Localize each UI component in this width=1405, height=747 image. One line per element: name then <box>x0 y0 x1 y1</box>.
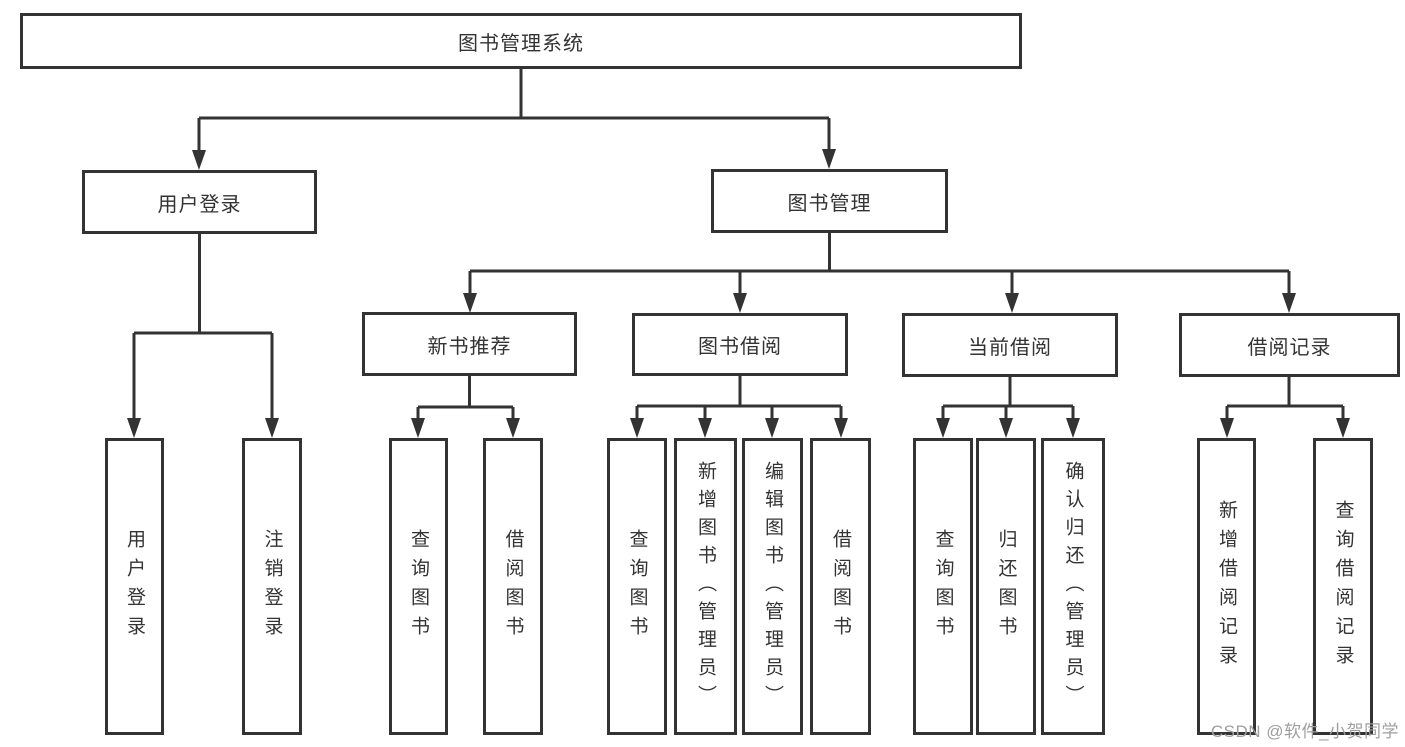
node-borrow-records: 借阅记录 <box>1179 313 1400 377</box>
leaf-add-borrow-record: 新增借阅记录 <box>1197 438 1256 735</box>
leaf-query-books-current: 查询图书 <box>913 438 973 735</box>
node-book-management: 图书管理 <box>711 169 948 233</box>
leaf-user-login: 用户登录 <box>105 438 164 735</box>
leaf-return-books: 归还图书 <box>976 438 1036 735</box>
leaf-query-borrow-record: 查询借阅记录 <box>1313 438 1373 735</box>
watermark: CSDN @软件_小贺同学 <box>1210 722 1399 741</box>
leaf-edit-book-admin: 编辑图书（管理员） <box>742 438 803 735</box>
node-current-borrow: 当前借阅 <box>902 313 1118 377</box>
leaf-borrow-books-recommend: 借阅图书 <box>483 438 543 735</box>
leaf-query-books-borrow: 查询图书 <box>607 438 667 735</box>
node-new-book-recommend: 新书推荐 <box>362 312 577 376</box>
leaf-confirm-return-admin: 确认归还（管理员） <box>1041 438 1105 735</box>
leaf-logout: 注销登录 <box>242 438 302 735</box>
arrowheads <box>127 149 1350 438</box>
node-book-borrow: 图书借阅 <box>632 313 848 376</box>
leaf-borrow-books: 借阅图书 <box>810 438 871 735</box>
leaf-query-books-recommend: 查询图书 <box>389 438 448 735</box>
node-library-system: 图书管理系统 <box>20 13 1022 69</box>
node-user-login: 用户登录 <box>82 170 317 234</box>
leaf-add-book-admin: 新增图书（管理员） <box>674 438 737 735</box>
